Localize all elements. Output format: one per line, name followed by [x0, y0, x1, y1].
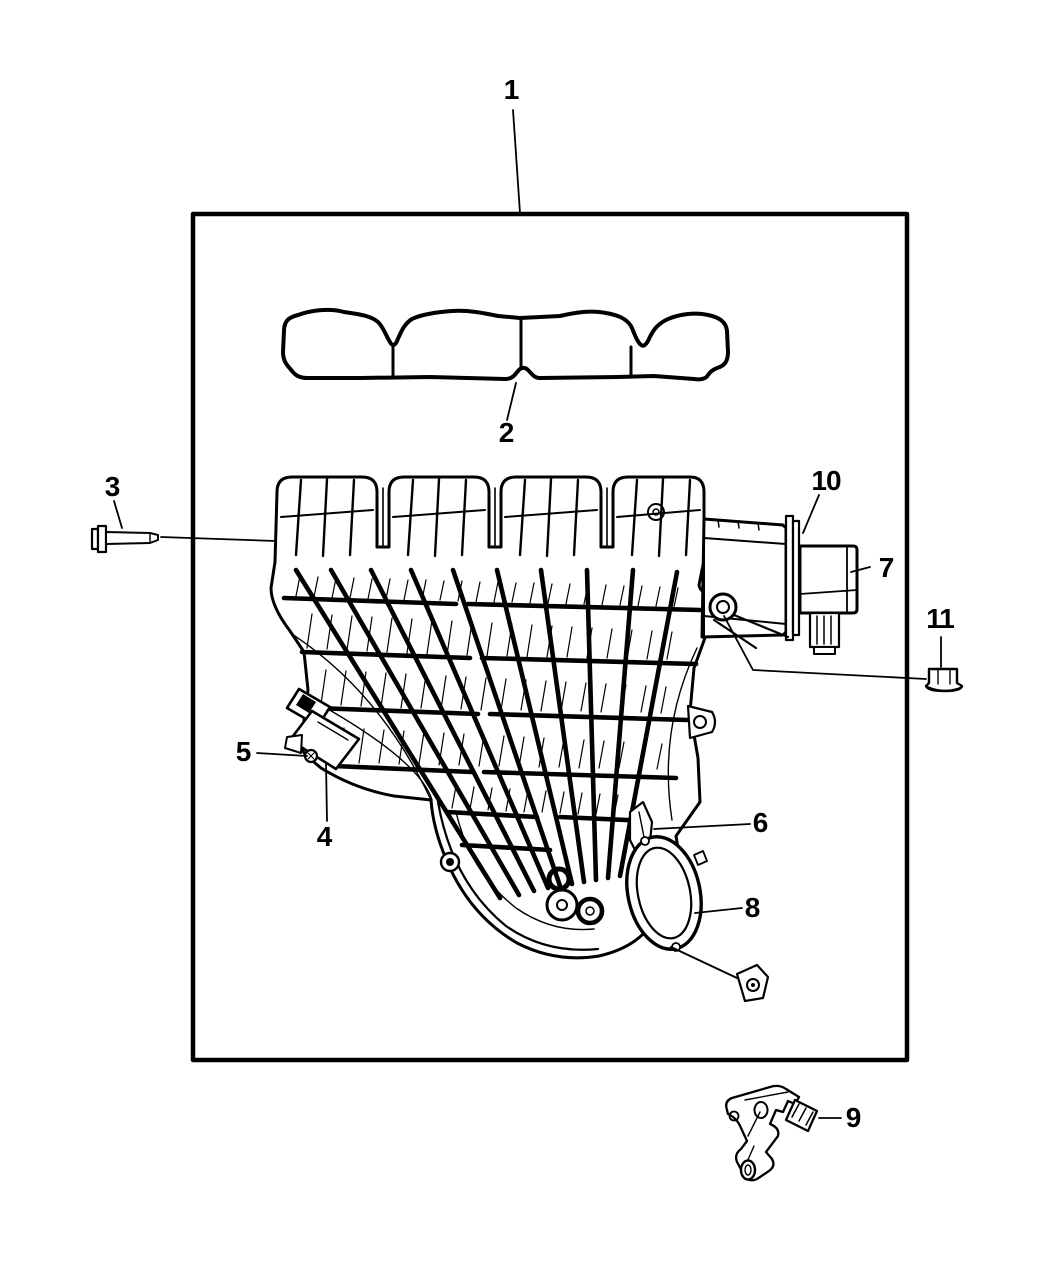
leader-3: [113, 500, 277, 542]
leader-11: [723, 615, 942, 680]
callout-5-label: 5: [235, 736, 252, 767]
manifold-gasket-drawing: [281, 307, 730, 382]
mounting-ear: [686, 704, 717, 740]
foot-tab: [670, 946, 770, 1003]
stud-boss: [708, 592, 790, 650]
intake-manifold-drawing: [269, 475, 859, 1003]
callout-2-label: 2: [498, 417, 515, 448]
leader-7: [850, 566, 871, 573]
pod-gap-lines: [382, 487, 608, 547]
pod-boss-hole: [652, 508, 660, 516]
callout-4-label: 4: [316, 821, 333, 852]
plenum-bars: [281, 595, 703, 853]
callout-leader-lines: [113, 109, 942, 1119]
plenum-hatch-lines: [295, 575, 679, 816]
callout-7-label: 7: [878, 552, 895, 583]
lower-snout-details: [436, 800, 605, 951]
callout-9-label: 9: [845, 1102, 862, 1133]
leader-5: [256, 752, 308, 757]
callout-10-label: 10: [811, 465, 841, 496]
runner-pod-ribs: [294, 477, 692, 558]
callout-8-label: 8: [744, 892, 761, 923]
callout-6-label: 6: [752, 807, 769, 838]
solenoid-drawing: [284, 687, 361, 771]
callout-11-label: 11: [926, 603, 955, 634]
callout-1-label: 1: [503, 74, 520, 105]
leader-4: [325, 762, 328, 822]
plenum-contours: [291, 633, 698, 821]
bolt-drawing: [90, 524, 159, 554]
leader-2: [506, 382, 517, 421]
leader-8: [694, 907, 743, 914]
leader-1: [512, 109, 521, 214]
leader-10: [802, 494, 820, 534]
boundary-box: [190, 211, 910, 1063]
nut-drawing: [924, 667, 964, 693]
callout-3-label: 3: [104, 471, 121, 502]
bracket-drawing: [725, 1084, 819, 1182]
pod-boss: [647, 503, 665, 521]
sensor-drawing: [798, 544, 859, 655]
leader-6: [653, 823, 751, 830]
runner-pod-bands: [280, 509, 701, 518]
